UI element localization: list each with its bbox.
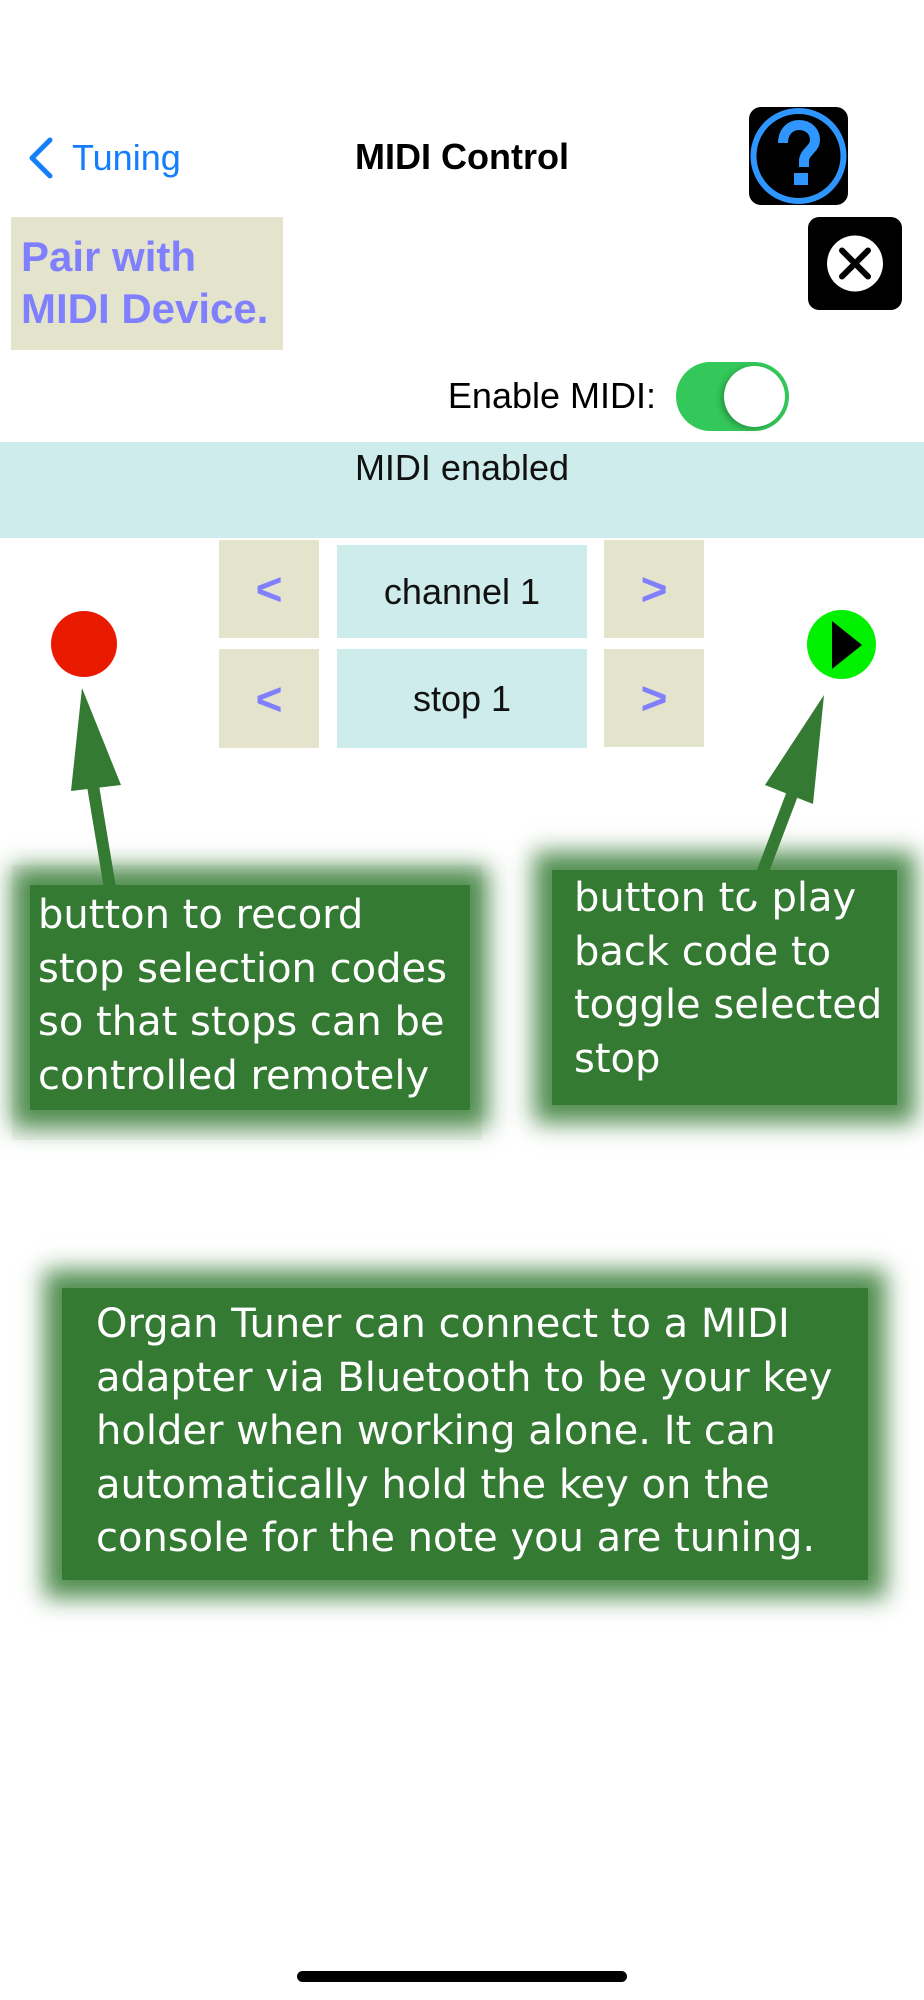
channel-prev-label: < [255,563,283,615]
status-text: MIDI enabled [354,447,570,488]
stop-prev-button[interactable]: < [219,649,319,748]
chevron-left-icon [29,137,53,179]
back-label: Tuning [72,137,181,178]
stop-value-text: stop 1 [412,677,512,719]
enable-midi-label: Enable MIDI: [447,375,656,416]
pair-label-line-2: MIDI Device. [21,285,269,332]
home-indicator[interactable] [297,1971,627,1982]
callout-info-line: automatically hold the key on the [96,1461,770,1508]
callout-info-line: adapter via Bluetooth to be your key [96,1354,833,1401]
x-circle-icon [827,235,883,292]
pair-midi-device-button[interactable]: Pair with MIDI Device. [11,217,283,350]
enable-midi-toggle[interactable] [676,362,789,431]
callout-info-line: holder when working alone. It can [96,1408,776,1454]
callout-play-line: back code to [574,928,832,975]
callout-record: button to record stop selection codes so… [30,885,470,1110]
callout-record-line: stop selection codes [38,945,447,992]
channel-value: channel 1 [337,545,587,638]
callout-info-line: console for the note you are tuning. [96,1515,816,1561]
back-button[interactable]: Tuning [26,134,181,182]
callout-play-line: stop [574,1035,661,1082]
callout-record-line: controlled remotely [38,1052,430,1099]
callout-midi-info: Organ Tuner can connect to a MIDI adapte… [62,1288,868,1580]
stop-next-label: > [640,672,668,724]
play-button[interactable] [807,610,876,679]
callout-play-line: toggle selected [574,982,883,1028]
channel-next-button[interactable]: > [604,540,704,638]
channel-next-label: > [640,563,668,615]
channel-prev-button[interactable]: < [219,540,319,638]
record-button[interactable] [51,611,117,677]
page-title: MIDI Control [355,136,569,177]
status-banner [0,442,924,538]
help-button[interactable] [749,107,848,205]
callout-record-line: button to record [38,892,364,938]
channel-value-text: channel 1 [383,570,541,612]
pair-label-line-1: Pair with [21,233,197,280]
stop-prev-label: < [255,672,283,725]
callout-play: button to play back code to toggle selec… [552,870,897,1105]
close-button[interactable] [808,217,902,310]
callout-record-line: so that stops can be [38,999,445,1045]
callout-info-line: Organ Tuner can connect to a MIDI [96,1301,790,1347]
callout-play-line: button to play [574,875,857,921]
play-icon [832,621,862,669]
toggle-knob [724,366,785,427]
question-circle-icon [750,108,847,204]
stop-value: stop 1 [337,649,587,748]
stop-next-button[interactable]: > [604,649,704,747]
